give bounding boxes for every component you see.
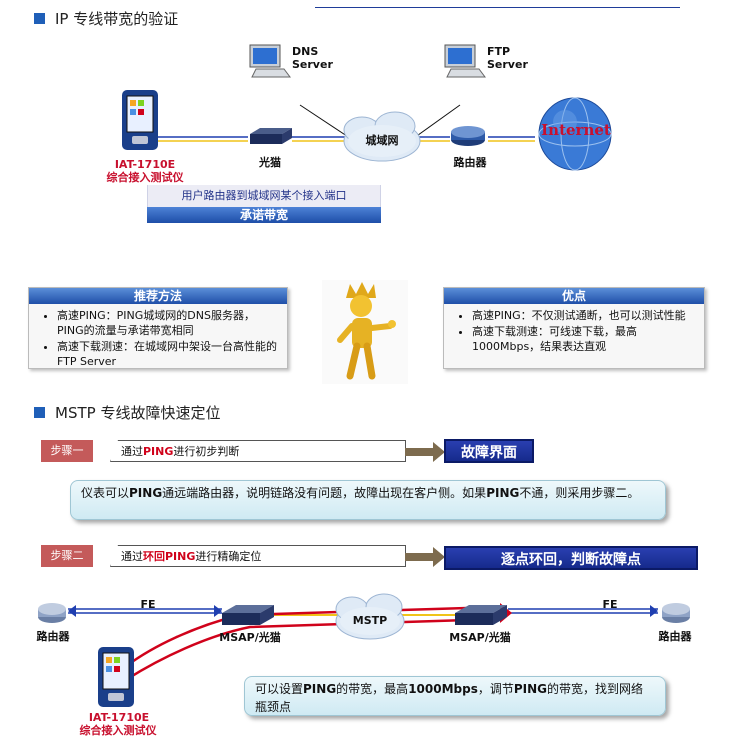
note1-text: 仪表可以 (81, 486, 130, 500)
section-title-fault-location: MSTP 专线故障快速定位 (34, 402, 220, 423)
step1-tag: 步骤一 (41, 440, 93, 462)
bullet-square-icon (34, 13, 45, 24)
tester-device-icon (122, 90, 158, 150)
optical-modem-label: 光猫 (259, 156, 281, 169)
header-rule (315, 7, 680, 8)
advantages-item: 高速PING：不仅测试通断，也可以测试性能 (472, 308, 698, 323)
right-fe-label: FE (602, 598, 618, 611)
bullet-square-icon (34, 407, 45, 418)
step1-result: 故障界面 (444, 439, 534, 463)
recommended-methods-panel: 推荐方法 高速PING：PING城域网的DNS服务器，PING的流量与承诺带宽相… (28, 287, 288, 369)
ftp-server-icon (444, 44, 486, 78)
step2-description: 通过环回PING进行精确定位 (110, 545, 406, 567)
step2-result: 逐点环回，判断故障点 (444, 546, 698, 570)
left-fe-link (68, 605, 222, 617)
step2-text-suffix: 进行精确定位 (195, 550, 262, 563)
metro-cloud-label: 城域网 (365, 134, 399, 147)
note2-text: 的带宽，找到网络瓶颈点 (255, 682, 644, 714)
mstp-cloud-label: MSTP (352, 614, 388, 627)
modem-cloud-link (292, 136, 350, 142)
right-fe-link (508, 605, 658, 617)
step1-text-highlight: PING (143, 445, 174, 458)
advantages-panel: 优点 高速PING：不仅测试通断，也可以测试性能 高速下载测速：可线速下载，最高… (443, 287, 705, 369)
step2-arrow-icon (405, 547, 445, 567)
left-msap-label: MSAP/光猫 (219, 631, 281, 644)
left-msap-icon (222, 605, 274, 625)
advantages-list: 高速PING：不仅测试通断，也可以测试性能 高速下载测速：可线速下载，最高100… (444, 308, 704, 354)
note2-text: 的带宽，最高 (336, 682, 409, 696)
dns-server-icon (249, 44, 291, 78)
bandwidth-tuning-note: 可以设置PING的带宽，最高1000Mbps，调节PING的带宽，找到网络瓶颈点 (244, 676, 666, 716)
note2-text: ，调节 (477, 682, 514, 696)
step1-description: 通过PING进行初步判断 (110, 440, 406, 462)
note2-bold: PING (303, 682, 337, 696)
note2-bold: 1000Mbps (408, 682, 478, 696)
step2-text-highlight: 环回PING (143, 550, 196, 563)
section1-title-text: IP 专线带宽的验证 (55, 10, 179, 28)
tester-name-label: 综合接入测试仪 (106, 171, 184, 184)
step2-tag: 步骤二 (41, 545, 93, 567)
note2-text: 可以设置 (255, 682, 304, 696)
note2-bold: PING (513, 682, 548, 696)
internet-globe-icon (538, 97, 612, 171)
dns-server-label: DNS Server (292, 45, 333, 71)
bottom-network-diagram (38, 593, 690, 707)
mstp-cloud-icon (335, 593, 405, 640)
section2-title-text: MSTP 专线故障快速定位 (55, 404, 221, 422)
left-fe-label: FE (140, 598, 156, 611)
router-label: 路由器 (453, 156, 487, 169)
right-router-icon (662, 603, 690, 623)
router-internet-link (488, 136, 535, 142)
advantages-title: 优点 (444, 288, 704, 304)
internet-label: Internet (541, 121, 611, 139)
loopback-path-lower (117, 617, 501, 687)
right-msap-label: MSAP/光猫 (449, 631, 511, 644)
note1-bold: PING (486, 486, 520, 500)
ftp-server-label: FTP Server (487, 45, 528, 71)
bottom-left-router-label: 路由器 (36, 630, 70, 643)
tester-model-label: IAT-1710E (114, 158, 176, 171)
step2-text-prefix: 通过 (121, 550, 143, 563)
top-network-diagram (122, 44, 612, 171)
methods-title: 推荐方法 (29, 288, 287, 304)
bottom-right-router-label: 路由器 (658, 630, 692, 643)
note1-bold: PING (129, 486, 163, 500)
methods-list: 高速PING：PING城域网的DNS服务器，PING的流量与承诺带宽相同 高速下… (29, 308, 287, 369)
gold-thumbs-up-figure-icon (322, 280, 408, 384)
note1-text: 不通，则采用步骤二。 (519, 486, 640, 500)
methods-item: 高速PING：PING城域网的DNS服务器，PING的流量与承诺带宽相同 (57, 308, 281, 338)
bottom-tester-model-label: IAT-1710E (88, 711, 150, 724)
optical-modem-icon (250, 128, 292, 144)
right-msap-icon (455, 605, 507, 625)
bandwidth-caption: 用户路由器到城域网某个接入端口 (147, 185, 381, 207)
tester-modem-link (150, 136, 248, 142)
section-title-bandwidth: IP 专线带宽的验证 (34, 8, 178, 29)
router-icon (451, 126, 485, 146)
metro-cloud-icon (343, 111, 421, 162)
bottom-tester-device-icon (98, 647, 134, 707)
step1-text-prefix: 通过 (121, 445, 143, 458)
commit-bandwidth-box: 用户路由器到城域网某个接入端口 承诺带宽 (147, 185, 381, 225)
step1-text-suffix: 进行初步判断 (173, 445, 240, 458)
advantages-item: 高速下载测速：可线速下载，最高1000Mbps，结果表达直观 (472, 324, 698, 354)
step1-explanation-note: 仪表可以PING通远端路由器，说明链路没有问题，故障出现在客户侧。如果PING不… (70, 480, 666, 520)
methods-item: 高速下载测速：在城域网中架设一台高性能的FTP Server (57, 339, 281, 369)
note1-text: 通远端路由器，说明链路没有问题，故障出现在客户侧。如果 (162, 486, 487, 500)
step1-arrow-icon (405, 442, 445, 462)
commit-bandwidth-label: 承诺带宽 (147, 207, 381, 223)
left-router-icon (38, 603, 66, 623)
bottom-tester-name-label: 综合接入测试仪 (79, 724, 157, 737)
